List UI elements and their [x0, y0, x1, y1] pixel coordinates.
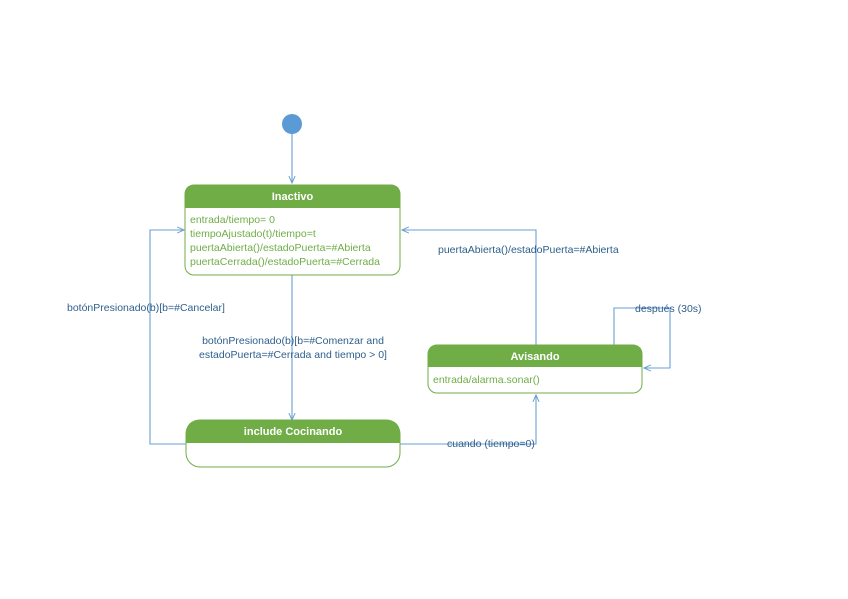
- state-avisando-title: Avisando: [510, 351, 559, 363]
- edge-avisando-to-inactivo: [402, 230, 537, 345]
- edge-avisando-self: [613, 307, 671, 368]
- state-inactivo-action: entrada/tiempo= 0: [190, 214, 275, 226]
- state-inactivo-action: tiempoAjustado(t)/tiempo=t: [190, 228, 316, 240]
- transition-label-when: cuando (tiempo=0): [447, 438, 535, 450]
- state-avisando-action: entrada/alarma.sonar(): [433, 374, 540, 386]
- edge-cocinando-to-avisando: [400, 395, 536, 445]
- transition-label-open-door: puertaAbierta()/estadoPuerta=#Abierta: [438, 244, 619, 256]
- transition-label-start: estadoPuerta=#Cerrada and tiempo > 0]: [199, 349, 387, 361]
- edge-cocinando-to-inactivo: [149, 230, 186, 445]
- state-cocinando-title: include Cocinando: [244, 426, 343, 438]
- state-cocinando: include Cocinando: [185, 419, 401, 468]
- state-inactivo: Inactivo entrada/tiempo= 0 tiempoAjustad…: [184, 184, 401, 276]
- state-inactivo-title: Inactivo: [272, 191, 314, 203]
- transition-label-cancel: botónPresionado(b)[b=#Cancelar]: [67, 302, 225, 314]
- state-inactivo-action: puertaAbierta()/estadoPuerta=#Abierta: [190, 242, 371, 254]
- state-inactivo-action: puertaCerrada()/estadoPuerta=#Cerrada: [190, 256, 380, 268]
- transition-label-after: después (30s): [635, 303, 702, 315]
- initial-node: [282, 114, 302, 134]
- transition-label-start: botónPresionado(b)[b=#Comenzar and: [202, 335, 384, 347]
- state-avisando: Avisando entrada/alarma.sonar(): [427, 344, 643, 394]
